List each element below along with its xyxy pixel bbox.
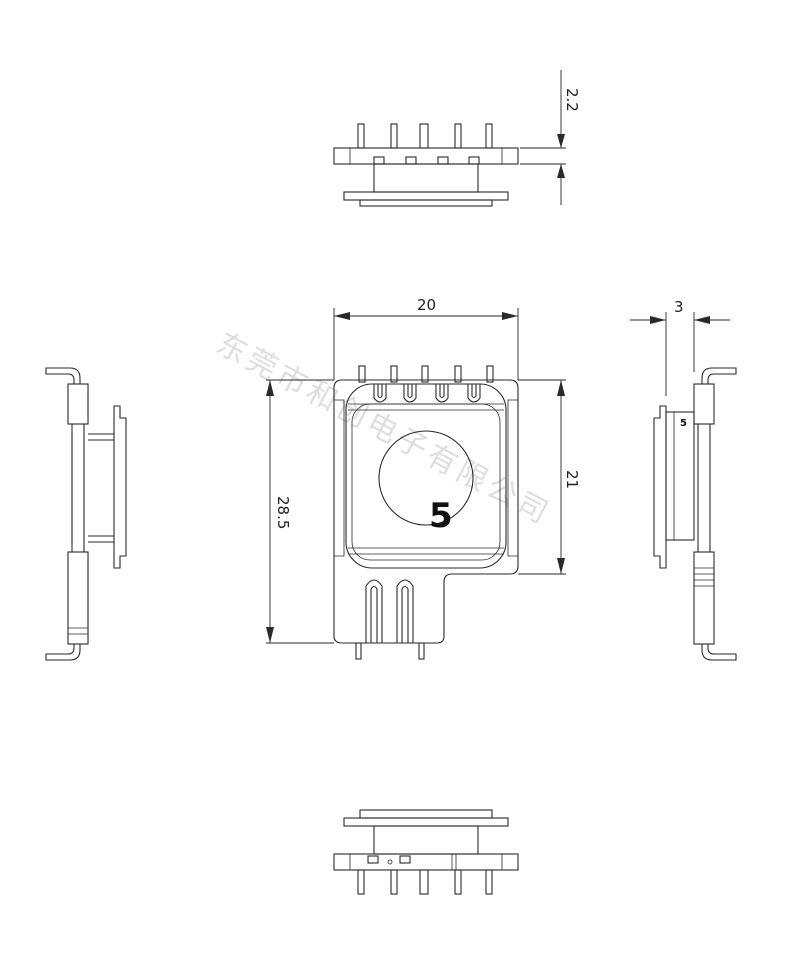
dimension-label-depth: 3 [674,298,684,316]
part-mark-front: 5 [429,496,453,536]
bottom-view-pins [357,869,493,895]
dimension-label-width: 20 [417,296,436,314]
dimension-label-top-height: 2.2 [563,88,581,112]
dimension-width: 20 [333,296,519,380]
top-view: 2.2 [333,70,581,207]
bottom-view [333,809,519,895]
right-side-view: 5 3 [630,298,737,661]
dimension-top-height: 2.2 [520,70,581,205]
front-view-top-pins [358,365,494,403]
part-mark-side: 5 [680,418,687,429]
core-circle [378,430,474,526]
front-view: 5 [266,296,581,660]
watermark-text: 东莞市和创电子有限公司 [210,326,557,532]
dimension-label-height-body: 21 [563,470,581,489]
dimension-height-body: 21 [518,379,581,575]
dimension-label-height-total: 28.5 [274,496,292,529]
dimension-height-total: 28.5 [266,379,334,644]
left-side-view [45,367,127,661]
dimension-depth: 3 [630,298,730,396]
top-view-pins [357,123,493,149]
front-view-bottom-pins [355,579,425,660]
